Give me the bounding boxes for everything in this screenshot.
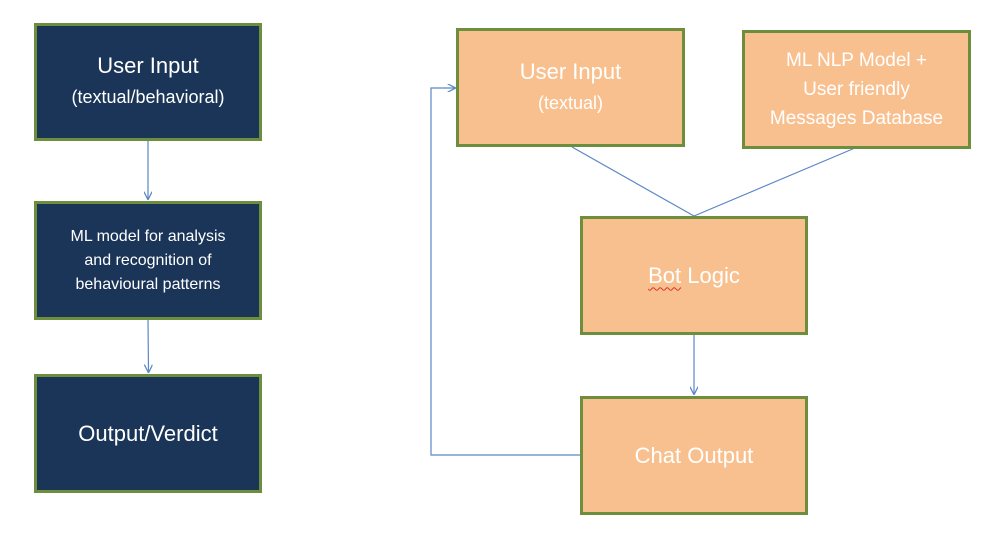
right-user-input-subtitle: (textual) xyxy=(537,92,604,113)
output-verdict-box: Output/Verdict xyxy=(34,374,262,493)
ml-model-line-1: ML model for analysis xyxy=(70,227,226,245)
bot-logic-word-2: Logic xyxy=(687,262,740,288)
arrow-chat-loop-to-input xyxy=(430,88,582,456)
bot-logic-box: Bot Logic xyxy=(580,216,808,335)
nlp-model-line-3: Messages Database xyxy=(769,108,944,129)
left-user-input-box: User Input (textual/behavioral) xyxy=(34,23,262,141)
chat-output-title: Chat Output xyxy=(634,442,754,468)
bot-logic-label: Bot Logic xyxy=(648,261,740,291)
output-verdict-title: Output/Verdict xyxy=(78,420,218,446)
left-user-input-subtitle: (textual/behavioral) xyxy=(71,87,225,107)
line-nlp-to-bot xyxy=(693,147,856,217)
arrow-model-to-output xyxy=(148,319,149,372)
chat-output-box: Chat Output xyxy=(580,396,808,515)
nlp-model-line-1: ML NLP Model + xyxy=(786,50,927,71)
right-user-input-box: User Input (textual) xyxy=(456,28,685,147)
nlp-model-line-2: User friendly xyxy=(803,79,910,100)
ml-model-line-3: behavioural patterns xyxy=(75,275,221,293)
left-user-input-title: User Input xyxy=(97,53,199,78)
line-input-to-bot xyxy=(571,146,695,217)
ml-model-box: ML model for analysis and recognition of… xyxy=(34,201,262,320)
ml-model-line-2: and recognition of xyxy=(84,251,212,269)
bot-logic-word-1: Bot xyxy=(648,262,682,288)
nlp-model-box: ML NLP Model + User friendly Messages Da… xyxy=(742,30,971,149)
right-user-input-title: User Input xyxy=(519,58,622,84)
